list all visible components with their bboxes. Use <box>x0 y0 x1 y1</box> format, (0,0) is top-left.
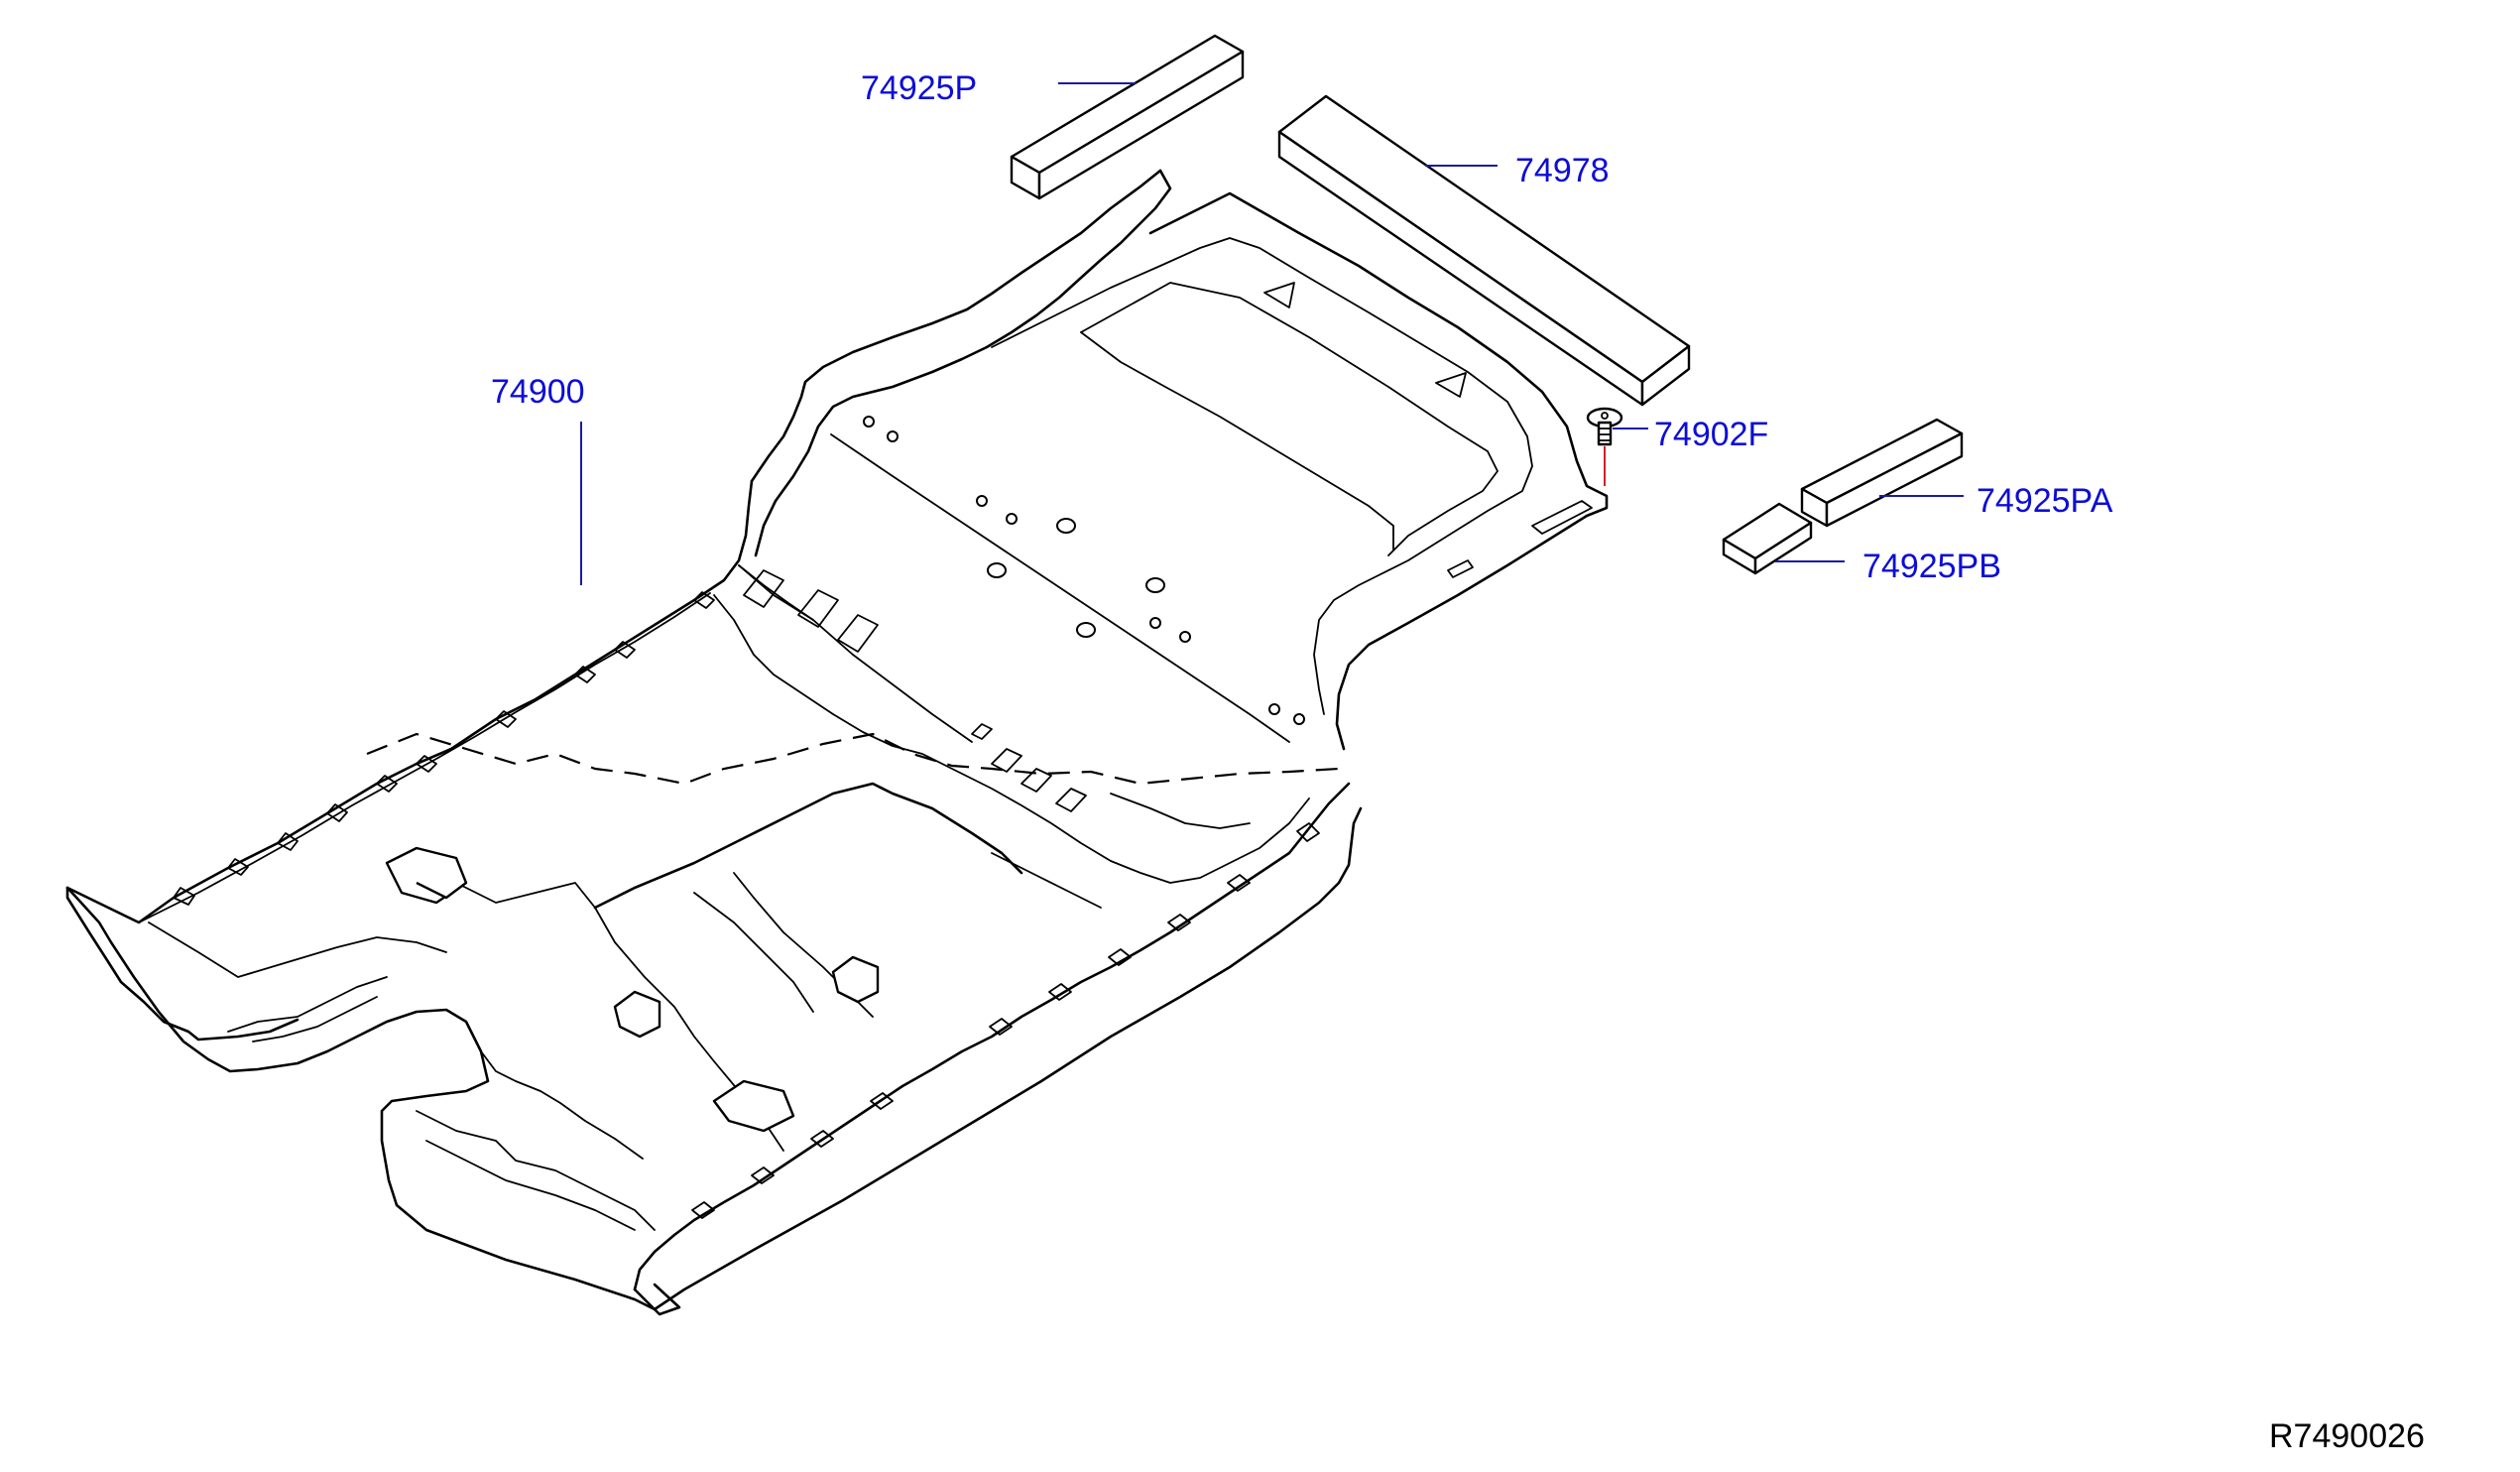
callout-74925p[interactable]: 74925P <box>861 69 978 107</box>
reference-code: R7490026 <box>2269 1417 2425 1455</box>
part-74900-floor-carpet <box>65 169 1609 1316</box>
part-74978-bar <box>1277 94 1691 407</box>
callout-74978[interactable]: 74978 <box>1515 152 1610 189</box>
callout-74925pa[interactable]: 74925PA <box>1977 482 2113 520</box>
part-74925pb-block <box>1722 502 1813 575</box>
leader-lines <box>580 82 1964 585</box>
part-74925p-block <box>1010 34 1245 200</box>
callout-74900[interactable]: 74900 <box>491 373 585 411</box>
callout-74925pb[interactable]: 74925PB <box>1862 548 2001 585</box>
part-74925pa-block <box>1800 418 1964 528</box>
part-74902f-clip <box>1586 407 1623 446</box>
callout-74902f[interactable]: 74902F <box>1654 416 1769 453</box>
